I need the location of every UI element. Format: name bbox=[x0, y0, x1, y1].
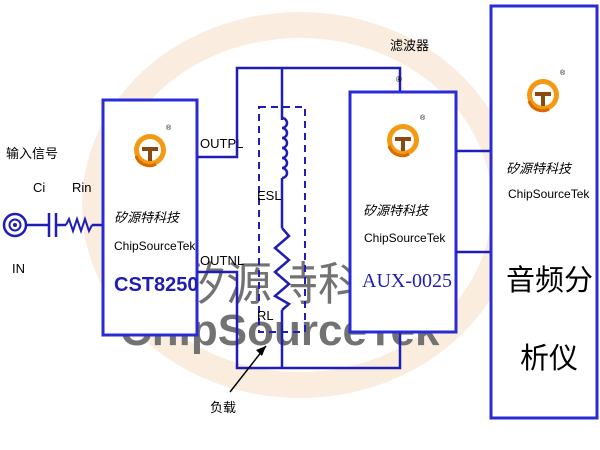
analyzer-title-line1: 音频分 bbox=[506, 263, 593, 297]
ci-label: Ci bbox=[33, 180, 45, 195]
esl-label: ESL bbox=[257, 188, 282, 203]
load-arrowhead bbox=[256, 346, 266, 356]
analyzer-box bbox=[489, 4, 599, 420]
chipsourcetek-logo-icon bbox=[132, 132, 168, 168]
chip-registered: ® bbox=[166, 124, 172, 132]
chip-box bbox=[101, 98, 199, 337]
chip-brand-en: ChipSourceTek bbox=[114, 239, 196, 253]
analyzer-registered: ® bbox=[560, 69, 566, 77]
aux-model: AUX-0025 bbox=[362, 270, 452, 292]
outpl-label: OUTPL bbox=[200, 136, 243, 151]
analyzer-brand-en: ChipSourceTek bbox=[508, 187, 590, 201]
filter-registered: ® bbox=[396, 75, 402, 84]
analyzer-block: ® 矽源特科技 ChipSourceTek 音频分 析仪 bbox=[489, 4, 599, 420]
wire-outnl bbox=[197, 270, 402, 370]
capacitor-symbol bbox=[47, 213, 58, 237]
wire-outpl bbox=[197, 66, 402, 159]
resistor-symbol bbox=[65, 215, 93, 235]
chip-brand-cn: 矽源特科技 bbox=[114, 211, 181, 226]
filter-label: 滤波器 bbox=[390, 39, 429, 54]
coax-connector-icon bbox=[2, 212, 28, 238]
outnl-label: OUTNL bbox=[200, 253, 244, 268]
aux-block: ® 矽源特科技 ChipSourceTek AUX-0025 bbox=[348, 90, 458, 334]
chip-block: ® 矽源特科技 ChipSourceTek CST8250 bbox=[101, 98, 199, 337]
input-signal-label: 输入信号 bbox=[6, 146, 58, 162]
load-dashed-box bbox=[258, 106, 306, 333]
inductor-symbol bbox=[276, 116, 289, 180]
chipsourcetek-logo-icon bbox=[385, 122, 421, 158]
chipsourcetek-logo-icon bbox=[525, 77, 561, 113]
in-label: IN bbox=[12, 261, 25, 276]
load-resistor-symbol bbox=[272, 227, 292, 311]
rl-label: RL bbox=[257, 308, 274, 323]
aux-registered: ® bbox=[420, 114, 426, 122]
aux-brand-cn: 矽源特科技 bbox=[363, 204, 430, 219]
analyzer-title-line2: 析仪 bbox=[520, 341, 578, 375]
aux-brand-en: ChipSourceTek bbox=[364, 231, 446, 245]
load-label: 负载 bbox=[210, 401, 236, 416]
rin-label: Rin bbox=[72, 180, 92, 195]
chip-model: CST8250 bbox=[114, 274, 199, 296]
analyzer-brand-cn: 矽源特科技 bbox=[506, 162, 573, 177]
